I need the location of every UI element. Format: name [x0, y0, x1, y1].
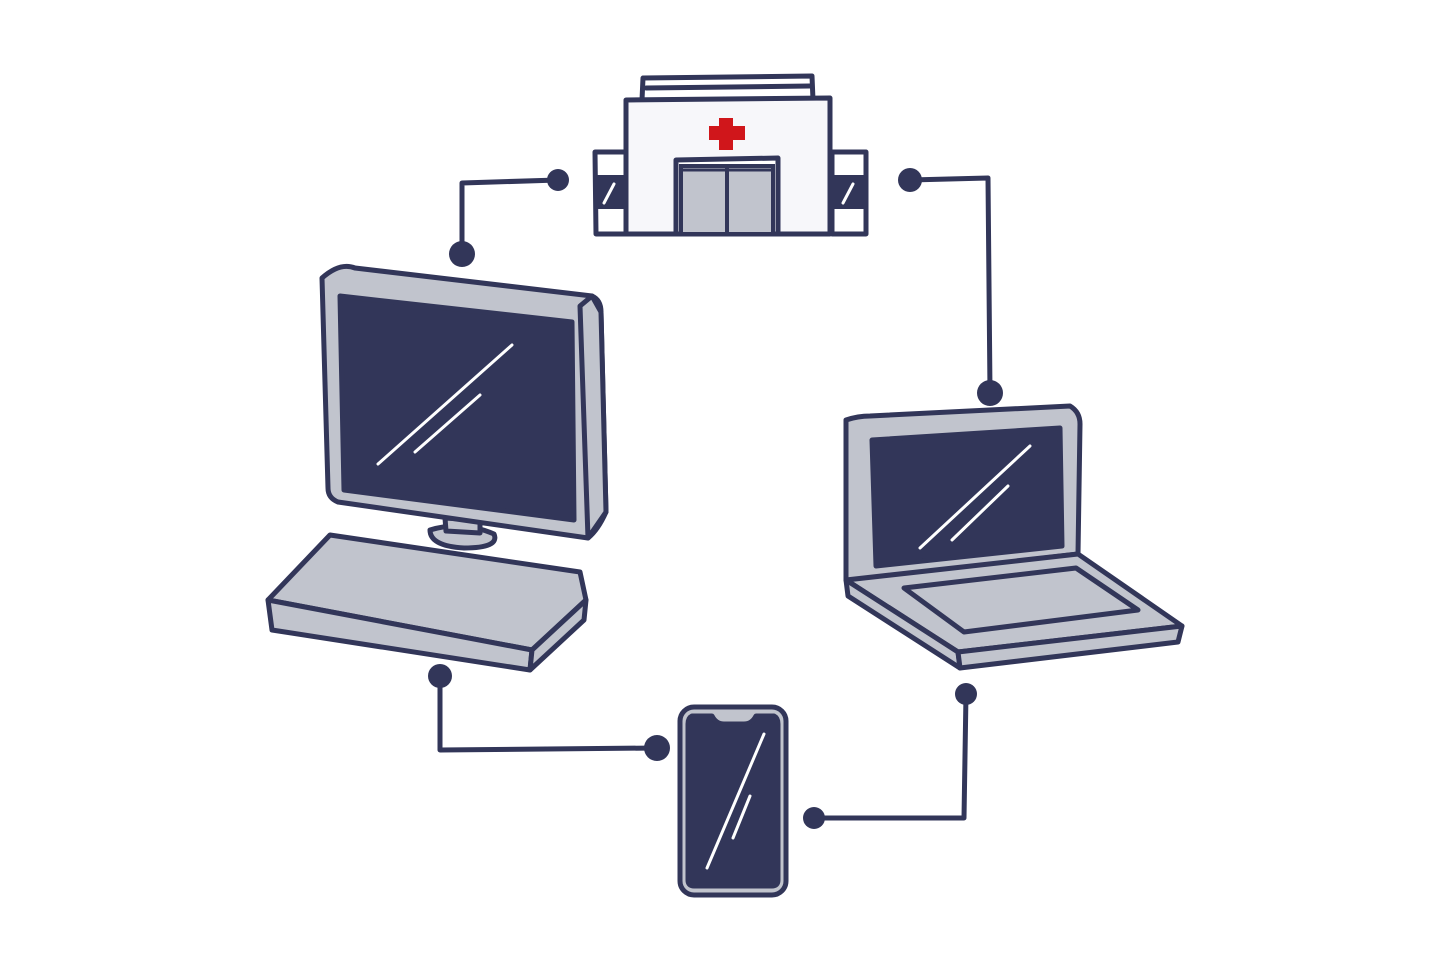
connector-dot — [977, 380, 1003, 406]
smartphone-icon — [677, 704, 789, 898]
connector-dot — [449, 241, 475, 267]
connector-dot — [955, 683, 977, 705]
desktop-computer-icon — [265, 263, 609, 673]
connector-dot — [803, 807, 825, 829]
connector-dot — [547, 169, 569, 191]
connector-dot — [428, 664, 452, 688]
laptop-icon — [843, 403, 1185, 671]
hospital-building-icon — [592, 73, 869, 237]
connector-dot — [644, 735, 670, 761]
connector-desktop-phone — [428, 664, 670, 761]
connector-laptop-phone — [803, 683, 977, 829]
connector-hospital-laptop — [898, 168, 1003, 406]
connector-hospital-desktop — [449, 169, 569, 267]
connector-dot — [898, 168, 922, 192]
